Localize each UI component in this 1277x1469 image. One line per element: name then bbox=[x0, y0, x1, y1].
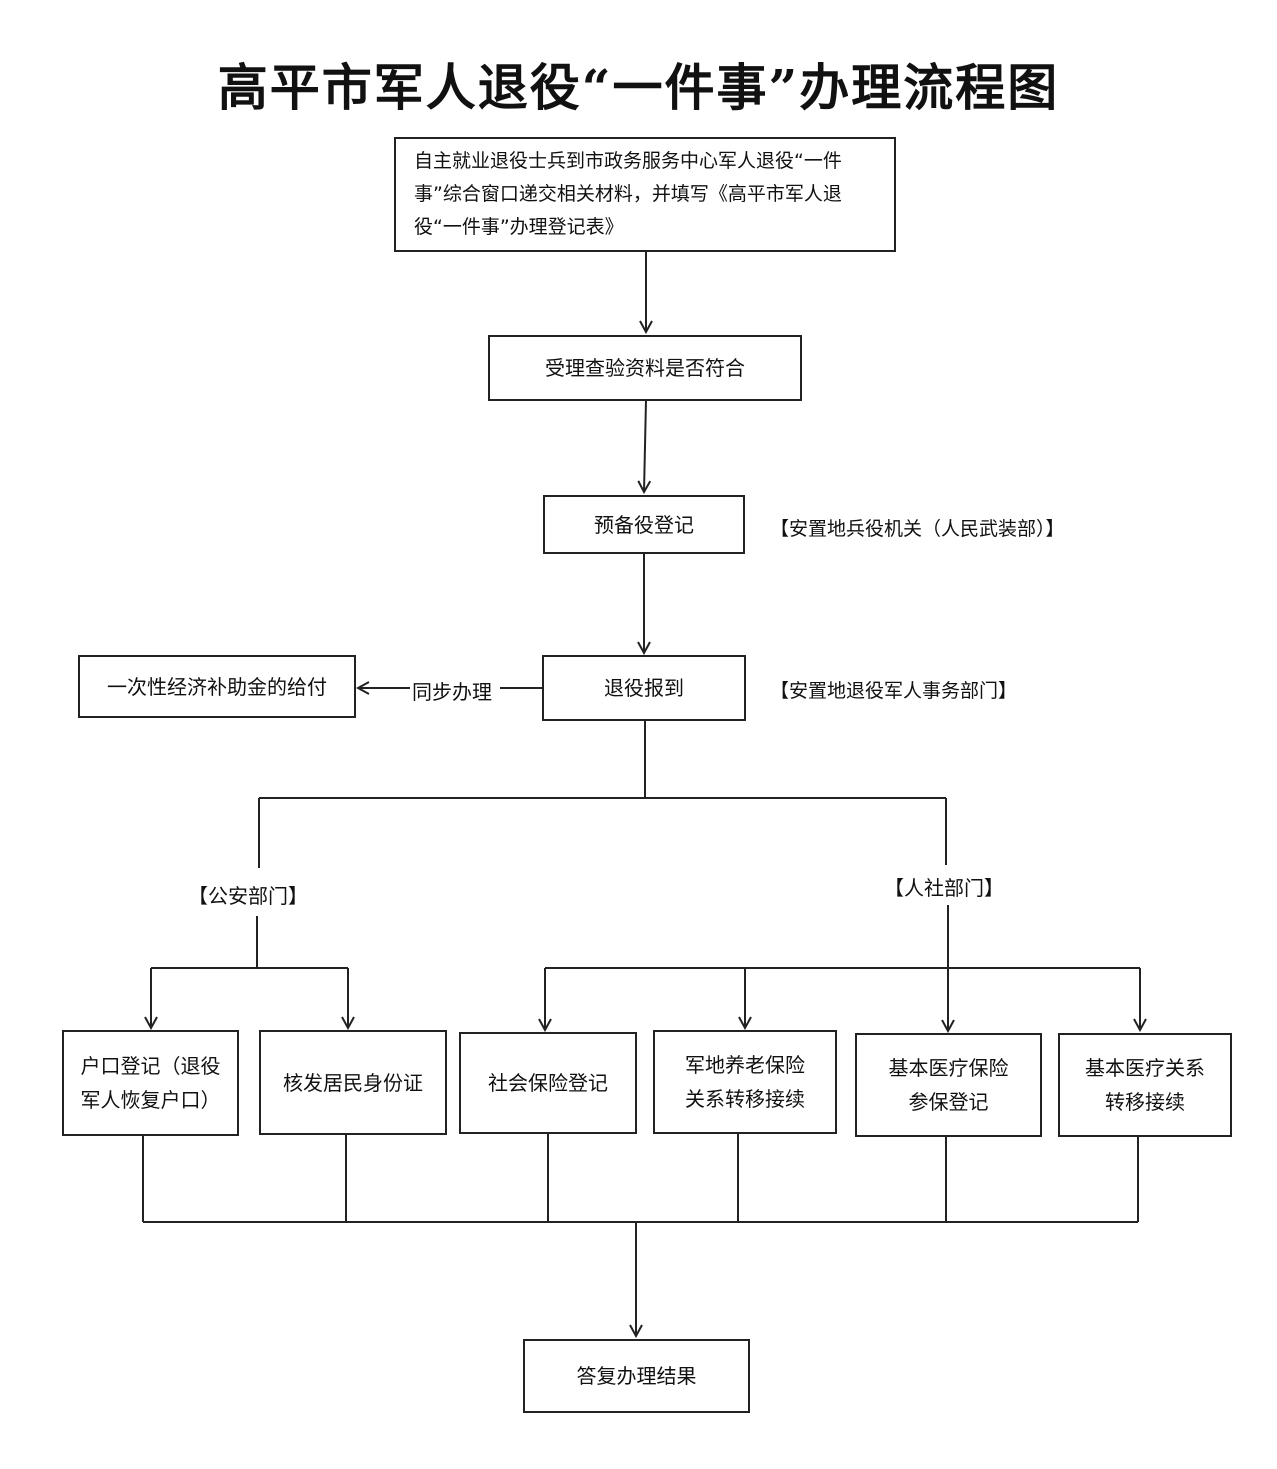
step-pension-transfer-text: 军地养老保险关系转移接续 bbox=[685, 1053, 805, 1111]
step-submit-text: 自主就业退役士兵到市政务服务中心军人退役“一件事”综合窗口递交相关材料，并填写《… bbox=[414, 149, 842, 239]
step-medical-transfer: 基本医疗关系转移接续 bbox=[1058, 1033, 1232, 1137]
step-report: 退役报到 bbox=[542, 655, 746, 721]
reserve-dept-label: 【安置地兵役机关（人民武装部）】 bbox=[770, 518, 1065, 540]
step-submit-materials: 自主就业退役士兵到市政务服务中心军人退役“一件事”综合窗口递交相关材料，并填写《… bbox=[394, 137, 896, 252]
page-title: 高平市军人退役“一件事”办理流程图 bbox=[217, 58, 1060, 117]
step-result: 答复办理结果 bbox=[523, 1339, 750, 1413]
step-idcard: 核发居民身份证 bbox=[259, 1030, 447, 1135]
step-pension-transfer: 军地养老保险关系转移接续 bbox=[653, 1030, 837, 1134]
step-medical-register: 基本医疗保险参保登记 bbox=[855, 1033, 1042, 1137]
step-social-insurance: 社会保险登记 bbox=[459, 1032, 637, 1134]
step-subsidy-text: 一次性经济补助金的给付 bbox=[107, 674, 327, 699]
step-medical-transfer-text: 基本医疗关系转移接续 bbox=[1085, 1056, 1205, 1114]
step-reserve-text: 预备役登记 bbox=[594, 512, 694, 537]
step-idcard-text: 核发居民身份证 bbox=[283, 1070, 423, 1095]
step-subsidy: 一次性经济补助金的给付 bbox=[78, 655, 356, 718]
hr-dept-label: 【人社部门】 bbox=[884, 876, 1004, 900]
step-result-text: 答复办理结果 bbox=[576, 1364, 697, 1388]
step-accept-check: 受理查验资料是否符合 bbox=[488, 335, 802, 401]
step-accept-text: 受理查验资料是否符合 bbox=[545, 356, 745, 380]
police-dept-label: 【公安部门】 bbox=[188, 884, 308, 908]
step-report-text: 退役报到 bbox=[604, 676, 684, 700]
arrow-accept-reserve bbox=[644, 399, 646, 492]
step-hukou-text: 户口登记（退役军人恢复户口） bbox=[80, 1054, 221, 1112]
step-social-insurance-text: 社会保险登记 bbox=[488, 1071, 608, 1095]
sync-label: 同步办理 bbox=[412, 680, 492, 704]
report-dept-label: 【安置地退役军人事务部门】 bbox=[770, 680, 1018, 702]
step-hukou: 户口登记（退役军人恢复户口） bbox=[62, 1030, 239, 1136]
step-medical-register-text: 基本医疗保险参保登记 bbox=[888, 1056, 1009, 1114]
step-reserve-register: 预备役登记 bbox=[543, 495, 745, 554]
